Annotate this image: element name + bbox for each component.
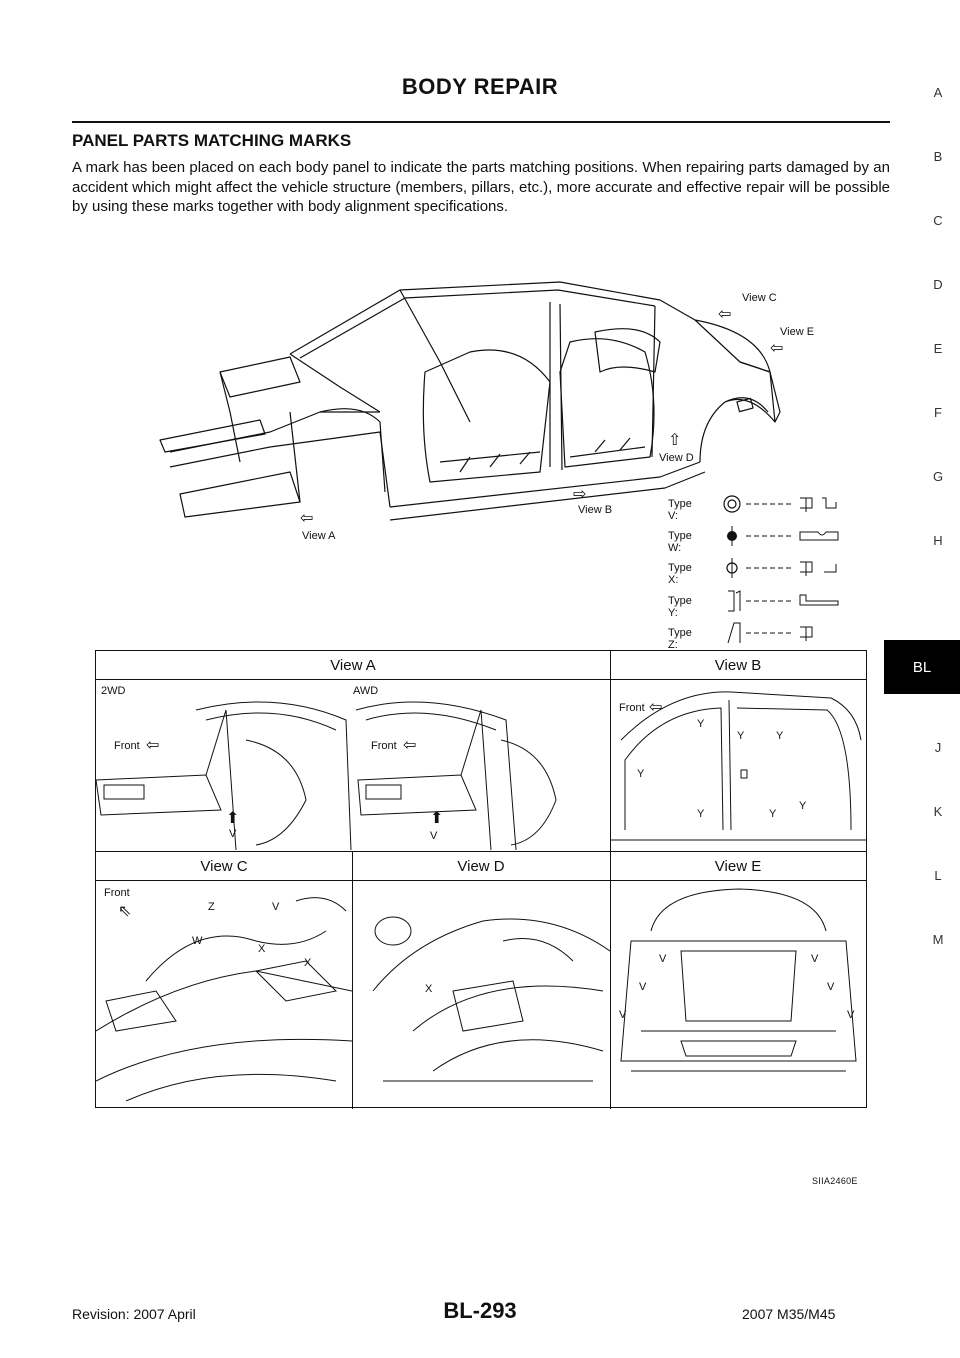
view-e-drawing: [620, 888, 857, 1072]
section-heading: PANEL PARTS MATCHING MARKS: [72, 131, 352, 150]
legend-type-z-label: Type Z:: [668, 627, 692, 651]
view-b-mark-5: Y: [697, 808, 705, 820]
index-letter-b[interactable]: B: [933, 149, 943, 164]
page-title: BODY REPAIR: [401, 74, 559, 99]
index-letter-k[interactable]: K: [933, 804, 943, 819]
header-view-b: View B: [714, 656, 762, 674]
body-shell-illustration: [159, 281, 781, 521]
header-view-a: View A: [330, 656, 376, 674]
view-c-mark-x1: X: [258, 943, 266, 955]
view-e-mark-4: V: [827, 981, 835, 993]
row1-header-rule: [96, 679, 866, 680]
view-c-mark-v: V: [272, 901, 280, 913]
view-a-awd-front-label: Front: [371, 740, 397, 752]
index-letter-c[interactable]: C: [933, 213, 943, 228]
front-arrow-icon: ⇦: [403, 737, 417, 754]
view-e-mark-3: V: [639, 981, 647, 993]
view-c-drawing: [96, 897, 352, 1102]
legend-type-x-label: Type X:: [668, 562, 692, 586]
figure-code: SIIA2460E: [812, 1176, 858, 1186]
view-a-2wd-mark: V: [229, 828, 237, 840]
front-arrow-icon: ⇖: [118, 903, 132, 920]
view-c-cell: Front ⇖ Z V W X X: [96, 881, 352, 1107]
index-letter-f[interactable]: F: [934, 405, 942, 420]
type-z-symbol-icon: [727, 622, 813, 644]
type-y-symbol-icon: [728, 590, 839, 612]
index-letter-j[interactable]: J: [934, 740, 942, 755]
legend-type-w-label: Type W:: [668, 530, 692, 554]
front-arrow-icon: ⇦: [649, 699, 663, 716]
arrow-view-b-icon: ⇨: [573, 486, 587, 503]
view-a-cell: 2WD AWD Front ⇦ Front ⇦ ⬆ V ⬆ V: [96, 680, 610, 851]
index-letter-m[interactable]: M: [932, 932, 944, 947]
view-b-mark-2: Y: [737, 730, 745, 742]
index-tab-bl-active[interactable]: BL: [884, 640, 960, 694]
intro-paragraph: A mark has been placed on each body pane…: [72, 159, 890, 215]
row2-header-rule: [96, 880, 866, 881]
view-d-drawing: [372, 916, 610, 1082]
index-letter-l[interactable]: L: [934, 868, 942, 883]
front-arrow-icon: ⇦: [146, 737, 160, 754]
callout-view-c: View C: [742, 292, 777, 304]
view-e-mark-5: V: [619, 1009, 627, 1021]
view-d-mark-x: X: [425, 983, 433, 995]
view-a-2wd-mark-arrow-icon: ⬆: [226, 810, 240, 827]
view-b-drawing: [611, 691, 866, 841]
view-b-cell: Front ⇦ Y Y Y Y Y Y Y: [611, 680, 866, 851]
callout-view-b: View B: [578, 504, 613, 516]
type-w-symbol-icon: [727, 526, 839, 546]
legend-type-y-label: Type Y:: [668, 595, 692, 619]
index-letter-e[interactable]: E: [933, 341, 943, 356]
type-x-symbol-icon: [726, 558, 837, 578]
col-divider-de: [610, 851, 611, 1109]
col-divider-ab: [610, 651, 611, 851]
legend-type-v-label: Type V:: [668, 498, 692, 522]
view-b-mark-3: Y: [776, 730, 784, 742]
view-c-front-label: Front: [104, 887, 130, 899]
view-a-2wd-label: 2WD: [101, 685, 126, 697]
view-e-mark-6: V: [847, 1009, 855, 1021]
view-e-cell: V V V V V V: [611, 881, 866, 1107]
view-e-mark-2: V: [811, 953, 819, 965]
view-b-mark-6: Y: [769, 808, 777, 820]
view-b-mark-1: Y: [697, 718, 705, 730]
callout-view-a: View A: [302, 530, 336, 542]
view-a-2wd-front-label: Front: [114, 740, 140, 752]
header-view-e: View E: [714, 857, 762, 875]
header-view-d: View D: [457, 857, 505, 875]
type-v-symbol-icon: [723, 495, 837, 513]
callout-view-e: View E: [780, 326, 815, 338]
view-c-mark-z: Z: [208, 901, 215, 913]
arrow-view-d-icon: ⇧: [668, 432, 682, 449]
view-a-awd-mark: V: [430, 830, 438, 842]
index-letter-d[interactable]: D: [933, 277, 943, 292]
arrow-view-e-icon: ⇦: [770, 340, 784, 357]
footer-model: 2007 M35/M45: [742, 1306, 836, 1322]
arrow-view-c-icon: ⇦: [718, 306, 732, 323]
footer-page-number: BL-293: [443, 1298, 517, 1323]
callout-view-d: View D: [659, 452, 694, 464]
view-a-awd-mark-arrow-icon: ⬆: [430, 810, 444, 827]
header-view-c: View C: [200, 857, 248, 875]
view-a-drawing: [96, 701, 557, 851]
view-b-front-label: Front: [619, 702, 645, 714]
view-a-awd-label: AWD: [353, 685, 379, 697]
view-e-mark-1: V: [659, 953, 667, 965]
arrow-view-a-icon: ⇦: [300, 510, 314, 527]
view-d-cell: X: [353, 881, 610, 1107]
index-letter-h[interactable]: H: [933, 533, 943, 548]
footer-revision: Revision: 2007 April: [72, 1306, 196, 1322]
col-divider-cd: [352, 851, 353, 1109]
header-rule: [72, 121, 890, 123]
index-letter-a[interactable]: A: [933, 85, 943, 100]
view-c-mark-x2: X: [304, 957, 312, 969]
index-letter-g[interactable]: G: [932, 469, 944, 484]
view-b-mark-4: Y: [637, 768, 645, 780]
row-divider: [96, 851, 866, 852]
views-table: View A View B 2WD AWD Front ⇦ Front ⇦: [95, 650, 867, 1109]
view-b-mark-7: Y: [799, 800, 807, 812]
view-c-mark-w: W: [192, 935, 203, 947]
